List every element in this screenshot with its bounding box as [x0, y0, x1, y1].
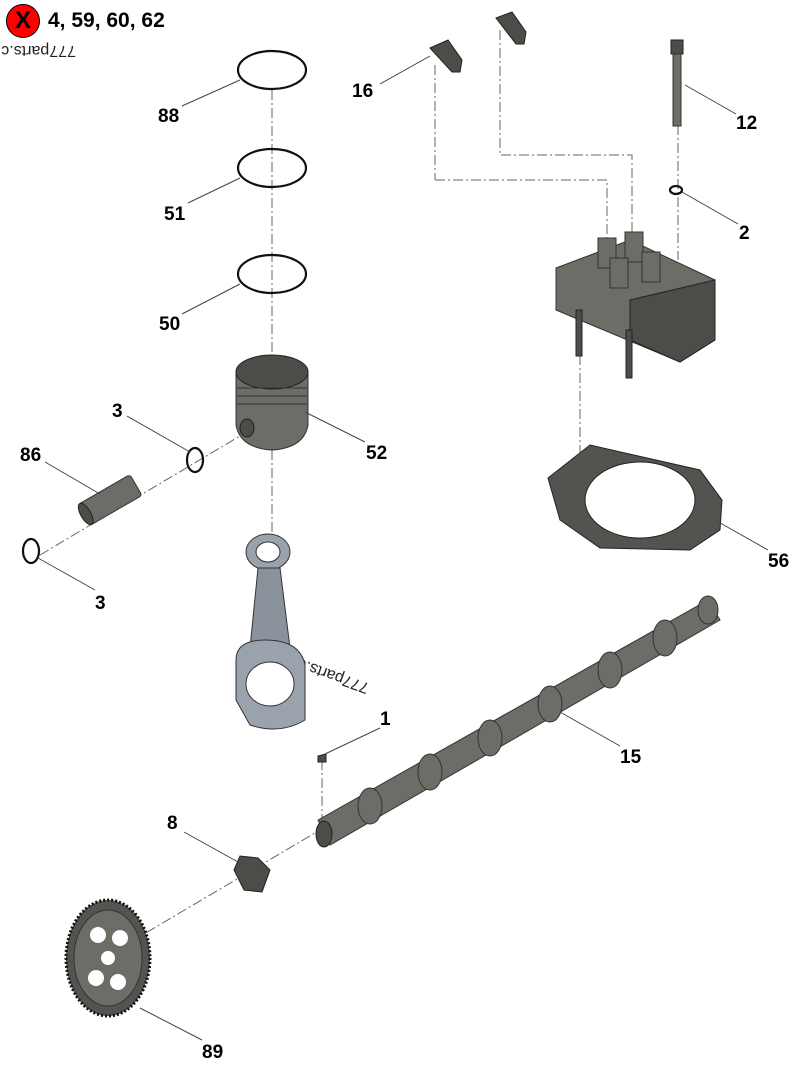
camshaft[interactable]	[315, 595, 721, 848]
watermark-partial: 777parts.c	[1, 42, 76, 59]
cylinder-head-bolt[interactable]	[670, 39, 684, 127]
circlip-lower[interactable]	[21, 537, 41, 565]
piston-ring-51[interactable]	[236, 147, 308, 189]
leader-lines	[37, 55, 769, 1041]
excluded-parts-note: X 4, 59, 60, 62	[6, 4, 165, 38]
callout-50[interactable]: 50	[159, 314, 180, 335]
callout-56[interactable]: 56	[768, 551, 789, 572]
piston-ring-50[interactable]	[236, 253, 308, 295]
callout-52[interactable]: 52	[366, 443, 387, 464]
thrust-plate[interactable]	[233, 855, 271, 893]
callout-12[interactable]: 12	[736, 113, 757, 134]
callout-88[interactable]: 88	[158, 106, 179, 127]
callout-3-lower[interactable]: 3	[95, 593, 106, 614]
guide-line	[499, 30, 633, 240]
callout-15[interactable]: 15	[620, 747, 642, 768]
guide-line	[435, 179, 608, 240]
callout-3-upper[interactable]: 3	[112, 401, 123, 422]
o-ring-2[interactable]	[668, 184, 684, 196]
callout-51[interactable]: 51	[164, 204, 186, 225]
valve-bridge-16b[interactable]	[495, 11, 527, 45]
callout-89[interactable]: 89	[202, 1042, 223, 1063]
cylinder-head[interactable]	[555, 231, 716, 379]
x-circle-icon: X	[6, 4, 40, 38]
callout-2[interactable]: 2	[739, 223, 750, 244]
valve-bridge-16a[interactable]	[429, 39, 463, 73]
callout-16[interactable]: 16	[352, 81, 373, 102]
piston-ring-88[interactable]	[236, 49, 308, 91]
piston[interactable]	[235, 354, 309, 451]
excluded-parts-list: 4, 59, 60, 62	[48, 9, 165, 32]
pin-axis-line	[39, 429, 251, 556]
callout-8[interactable]: 8	[167, 813, 178, 834]
connecting-rod[interactable]	[235, 533, 306, 730]
circlip-upper[interactable]	[185, 446, 205, 474]
callout-1[interactable]: 1	[380, 709, 391, 730]
cylinder-head-gasket[interactable]	[547, 444, 723, 551]
woodruff-key[interactable]	[317, 753, 327, 763]
piston-pin[interactable]	[75, 475, 142, 527]
camshaft-gear[interactable]	[64, 898, 152, 1018]
callout-86[interactable]: 86	[20, 445, 41, 466]
